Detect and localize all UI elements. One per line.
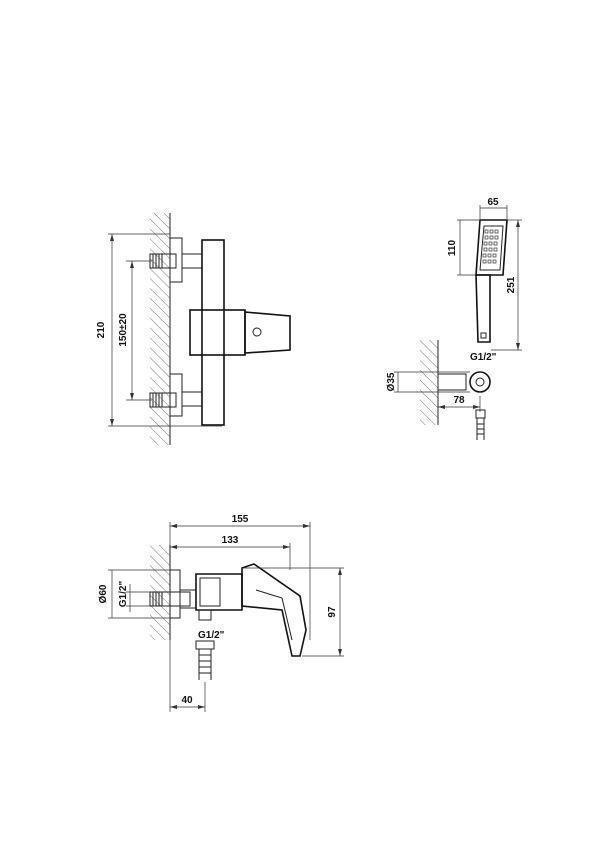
handle-cap xyxy=(244,311,291,354)
holder-diameter-label: Ø35 xyxy=(386,372,397,391)
front-view: 210 150±20 xyxy=(96,213,291,445)
dim-inlet-spacing: 150±20 xyxy=(118,260,152,401)
shower-holder xyxy=(437,371,491,393)
side-handle-contour xyxy=(255,589,293,641)
dim-side-wall-offset: 40 xyxy=(169,640,206,712)
handle-connector xyxy=(480,332,487,339)
upper-connector xyxy=(181,253,203,269)
side-outlet-hose xyxy=(195,609,215,680)
inlet-spacing-label: 150±20 xyxy=(118,313,129,347)
dim-holder-diameter: Ø35 xyxy=(386,371,470,393)
holder-offset-label: 78 xyxy=(453,395,465,406)
dim-shower-width: 65 xyxy=(479,197,508,219)
dim-side-handle-depth: 133 xyxy=(170,535,291,570)
lower-connector xyxy=(181,391,203,407)
side-view: 155 133 Ø60 G1/2" G1/2" xyxy=(98,514,344,712)
side-body xyxy=(195,573,243,611)
dim-side-inlet-thread: G1/2" xyxy=(118,581,150,612)
mixer-body xyxy=(201,239,225,426)
hand-shower-view: 65 110 251 G1/2" xyxy=(386,197,522,440)
shower-thread-label: G1/2" xyxy=(470,352,497,363)
handle-screw-icon xyxy=(252,327,262,337)
overall-depth-label: 155 xyxy=(232,514,249,525)
dim-side-overall-depth: 155 xyxy=(169,514,311,640)
side-rosette xyxy=(169,569,181,619)
shower-handle xyxy=(475,274,491,343)
outlet-thread-label: G1/2" xyxy=(198,630,225,641)
hose-fragment xyxy=(475,409,486,440)
side-handle-lever xyxy=(241,563,307,657)
inlet-thread-label: G1/2" xyxy=(118,581,129,608)
dim-shower-head-height: 110 xyxy=(447,219,479,276)
shower-face xyxy=(479,225,504,271)
dim-side-height: 97 xyxy=(242,567,344,657)
shower-head xyxy=(475,219,508,276)
mixer-block xyxy=(189,309,246,356)
side-connector xyxy=(179,589,197,609)
shower-width-label: 65 xyxy=(487,197,499,208)
front-height-label: 210 xyxy=(96,321,107,338)
side-body-inner xyxy=(199,577,221,607)
shower-length-label: 251 xyxy=(506,276,517,293)
dim-front-height: 210 xyxy=(96,233,222,427)
side-height-label: 97 xyxy=(327,606,338,618)
wall-offset-label: 40 xyxy=(181,695,193,706)
handle-depth-label: 133 xyxy=(222,535,239,546)
holder-wall-hatch xyxy=(420,340,438,425)
dim-shower-length: 251 xyxy=(491,219,522,351)
dim-side-rosette: Ø60 xyxy=(98,569,170,619)
shower-nozzles xyxy=(482,229,499,264)
rosette-label: Ø60 xyxy=(98,584,109,603)
dim-holder-offset: 78 xyxy=(437,395,481,412)
wall-hatch xyxy=(150,213,170,445)
shower-head-height-label: 110 xyxy=(447,239,458,256)
